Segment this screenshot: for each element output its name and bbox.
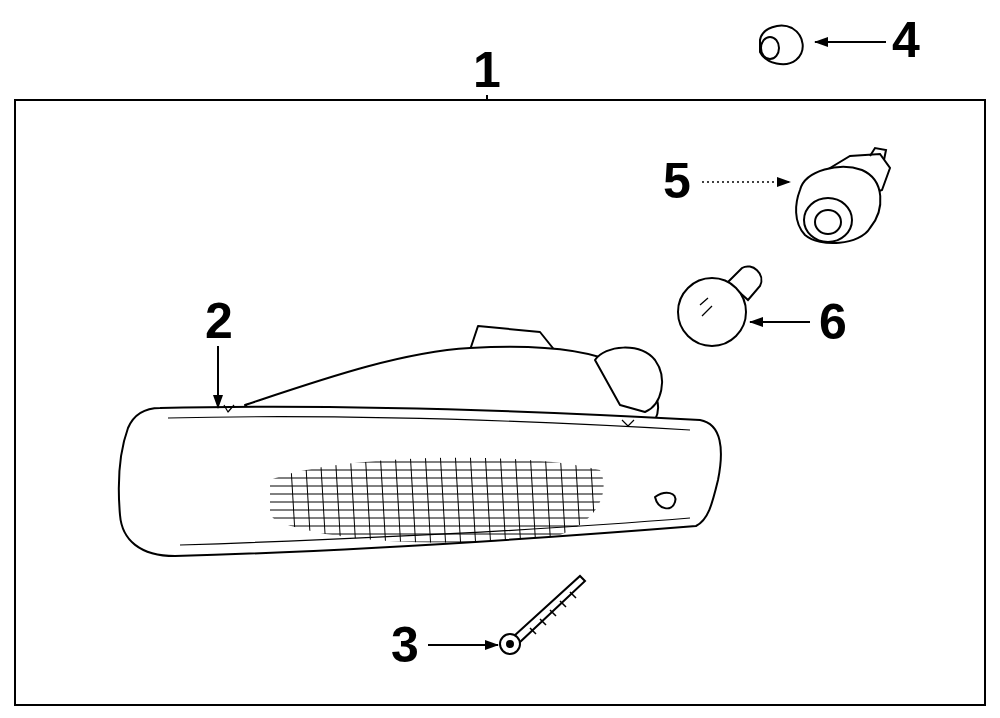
bulb [678, 266, 761, 346]
lamp-assembly [119, 326, 721, 556]
callout-number: 6 [819, 297, 847, 347]
callout-number: 5 [663, 156, 691, 206]
grommet [760, 26, 803, 65]
callout-number: 1 [473, 45, 501, 95]
callout-number: 3 [391, 620, 419, 670]
leader-line [486, 95, 488, 100]
callout-number: 4 [892, 15, 920, 65]
assembly-box [15, 100, 985, 705]
callout-number: 2 [205, 296, 233, 346]
screw [500, 576, 585, 654]
leader-arrows [218, 42, 886, 645]
lens-pattern [270, 450, 610, 550]
bulb-socket [796, 148, 890, 243]
